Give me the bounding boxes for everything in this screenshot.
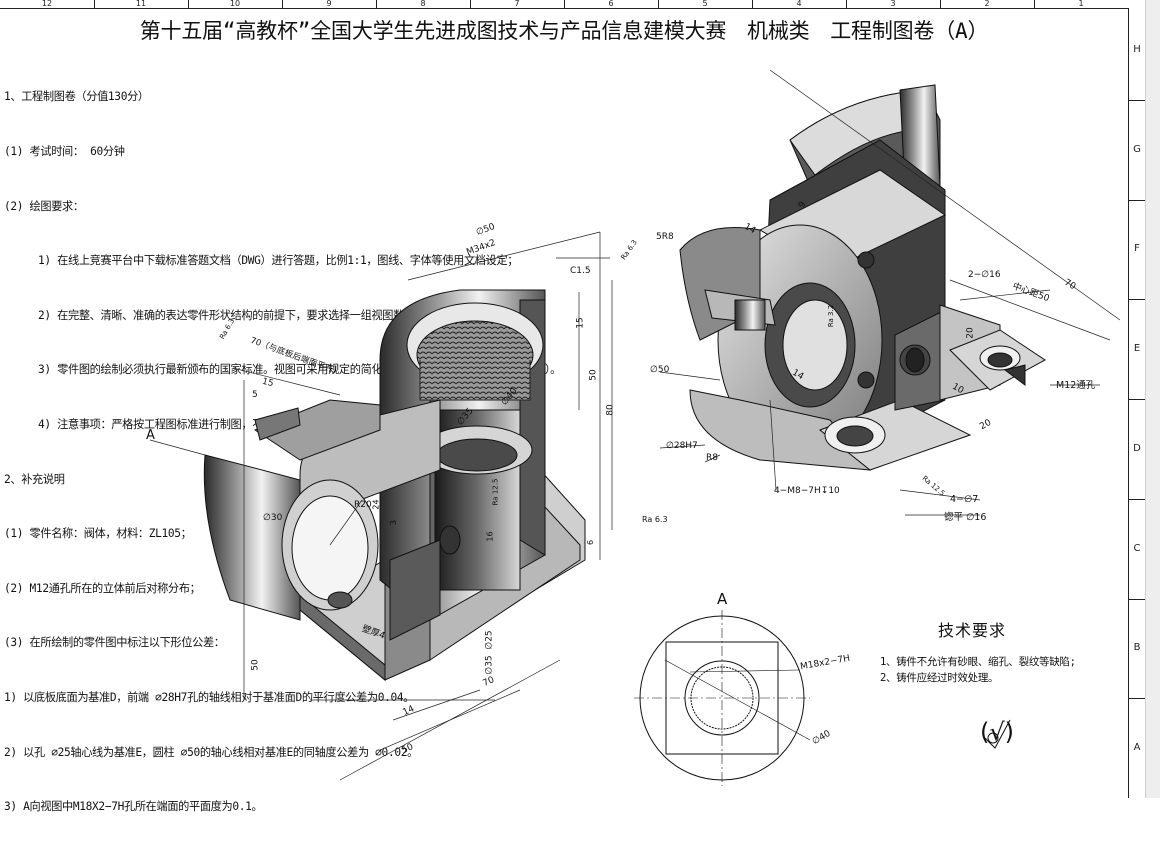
dim-80-vert: 80 [605,404,616,416]
rdim-m12-through: M12通孔 [1056,380,1096,391]
zone-row-C: C [1133,542,1141,554]
view-a-drawing [634,610,811,786]
instr-drawing-req: (2) 绘图要求： [4,199,84,213]
general-roughness-note: (√) [980,718,1015,746]
dim-chamfer: C1.5 [570,266,591,276]
dim-50-left: 50 [250,659,261,671]
zone-column-tick [376,0,377,8]
dim-r20: R20 [354,500,372,510]
zone-column-tick [658,0,659,8]
rdim-20: 20 [965,327,976,339]
zone-column-6: 6 [608,0,614,8]
zone-column-1: 1 [1078,0,1084,8]
view-a-label: A [717,590,728,608]
zone-column-tick [846,0,847,8]
zone-row-tick [1129,598,1145,600]
frame-top-border [0,8,1129,9]
right-isometric-view [659,69,1121,516]
dim-15-vert: 15 [575,317,586,329]
instr-section-2: 2、补充说明 [4,472,65,486]
zone-row-G: G [1133,143,1141,155]
rdim-m8: 4−M8−7H↧10 [774,486,840,496]
zone-column-12: 12 [41,0,53,8]
rdim-spotface: 锪平 ∅16 [944,512,987,523]
zone-row-tick [1129,99,1145,101]
zone-row-tick [1129,399,1145,400]
zone-row-H: H [1133,43,1141,55]
zone-row-F: F [1134,243,1140,255]
dim-dia-25: ∅25 [484,630,495,650]
instr-section-1: 1、工程制图卷（分值130分） [4,90,149,104]
zone-column-4: 4 [796,0,802,8]
instr-req-1: 1) 在线上竞赛平台中下载标准答题文档（DWG）进行答题，比例1:1，图线、字体… [38,254,519,268]
zone-column-3: 3 [890,0,896,8]
zone-row-tick [1129,698,1145,700]
zone-column-tick [470,0,471,8]
zone-row-tick [1129,299,1145,301]
zone-row-B: B [1133,642,1141,654]
zone-column-10: 10 [229,0,241,8]
roughness-symbol [984,719,1011,749]
zone-row-A: A [1133,742,1141,754]
dim-5: 5 [252,390,258,400]
zone-column-9: 9 [326,0,332,8]
tech-req-item-1: 1、铸件不允许有砂眼、缩孔、裂纹等缺陷; [880,656,1076,668]
dim-3: 3 [389,519,399,526]
dim-dia-35b: ∅35 [484,655,495,675]
instr-tolerance: (3) 在所绘制的零件图中标注以下形位公差： [4,636,225,650]
tech-req-title: 技术要求 [938,621,1007,640]
view-arrow-a: A [146,428,155,443]
instr-tol-3: 3) A向视图中M18X2−7H孔所在端面的平面度为0.1。 [4,800,263,814]
zone-column-tick [188,0,189,8]
drawing-sheet: 12 11 10 9 8 7 6 5 4 3 2 1 H G F E D C B A 第十五届“高教杯”全国大学生先… [0,0,1160,813]
zone-column-tick [564,0,565,8]
rroughness-bore: Ra 3.2 [827,304,836,328]
zone-column-tick [1034,0,1035,8]
dim-dia-30: ∅30 [263,513,283,523]
roughness-bore: Ra 12.5 [491,478,500,506]
zone-column-2: 2 [984,0,990,8]
rdim-dia-28: ∅28H7 [666,441,698,451]
dim-6: 6 [586,539,596,546]
dim-16: 16 [485,531,495,542]
zone-column-5: 5 [702,0,708,8]
instr-exam-time: (1) 考试时间： 60分钟 [4,145,125,158]
zone-column-tick [752,0,753,8]
dim-24: 24 [371,499,381,510]
instr-part-name: (1) 零件名称：阀体，材料：ZL105； [4,527,192,541]
left-isometric-view [149,231,613,781]
rdim-2-holes: 2−∅16 [968,270,1001,280]
rdim-5r8: 5R8 [656,232,674,242]
zone-column-tick [282,0,283,8]
zone-column-tick [940,0,941,8]
sheet-title: 第十五届“高教杯”全国大学生先进成图技术与产品信息建模大赛 机械类 工程制图卷（… [139,19,989,43]
zone-row-tick [1129,199,1145,201]
zone-row-tick [1129,498,1145,500]
rdim-r8: R8 [706,453,718,463]
rdim-dia-50: ∅50 [650,365,670,375]
roughness-right: Ra 6.3 [642,515,668,524]
zone-column-8: 8 [420,0,426,8]
drawing-canvas [149,69,1121,786]
zone-column-tick [94,0,95,8]
zone-row-E: E [1133,343,1141,355]
instr-tol-1: 1) 以底板底面为基准D，前端 ∅28H7孔的轴线相对于基准面D的平行度公差为0… [4,690,415,704]
zone-row-D: D [1133,442,1141,454]
frame-right-border [1128,8,1129,798]
instr-symmetry: (2) M12通孔所在的立体前后对称分布； [4,581,201,595]
zone-column-11: 11 [135,0,147,8]
vertical-scrollbar[interactable] [1145,0,1160,798]
tech-req-item-2: 2、铸件应经过时效处理。 [880,672,999,684]
zone-column-7: 7 [514,0,520,8]
dim-50-vert: 50 [588,369,599,381]
rdim-4-holes: 4−∅7 [950,494,979,505]
